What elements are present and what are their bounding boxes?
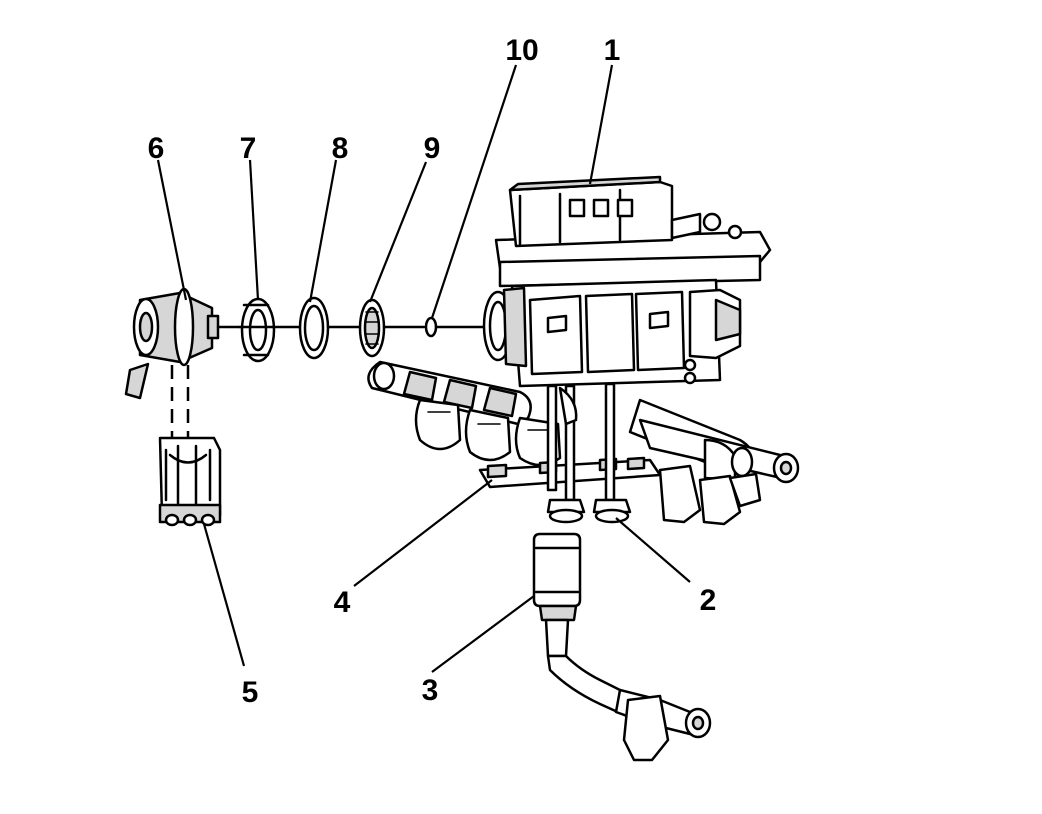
callout-6: 6 bbox=[148, 132, 165, 165]
part-10-small-o-ring bbox=[424, 316, 438, 338]
callout-9: 9 bbox=[424, 132, 441, 165]
callout-7: 7 bbox=[240, 132, 257, 165]
part-6-pressure-regulator bbox=[124, 287, 242, 400]
part-8-o-ring bbox=[298, 296, 330, 360]
assembly-dashed-lines bbox=[170, 365, 190, 440]
part-5-retainer-clip bbox=[158, 436, 222, 527]
callout-labels: 1 2 3 4 5 6 7 8 9 10 bbox=[148, 34, 717, 709]
leader-lines bbox=[156, 64, 691, 673]
callout-2: 2 bbox=[700, 584, 717, 617]
callout-4: 4 bbox=[334, 586, 351, 619]
callout-3: 3 bbox=[422, 674, 439, 707]
callout-1: 1 bbox=[604, 34, 621, 67]
part-3-fuel-filter bbox=[532, 532, 712, 762]
part-7-backup-ring bbox=[240, 297, 276, 363]
callout-5: 5 bbox=[242, 676, 259, 709]
part-1-fuel-module-body bbox=[367, 175, 800, 526]
part-9-filter-screen bbox=[358, 298, 386, 358]
callout-10: 10 bbox=[505, 34, 538, 67]
callout-8: 8 bbox=[332, 132, 349, 165]
